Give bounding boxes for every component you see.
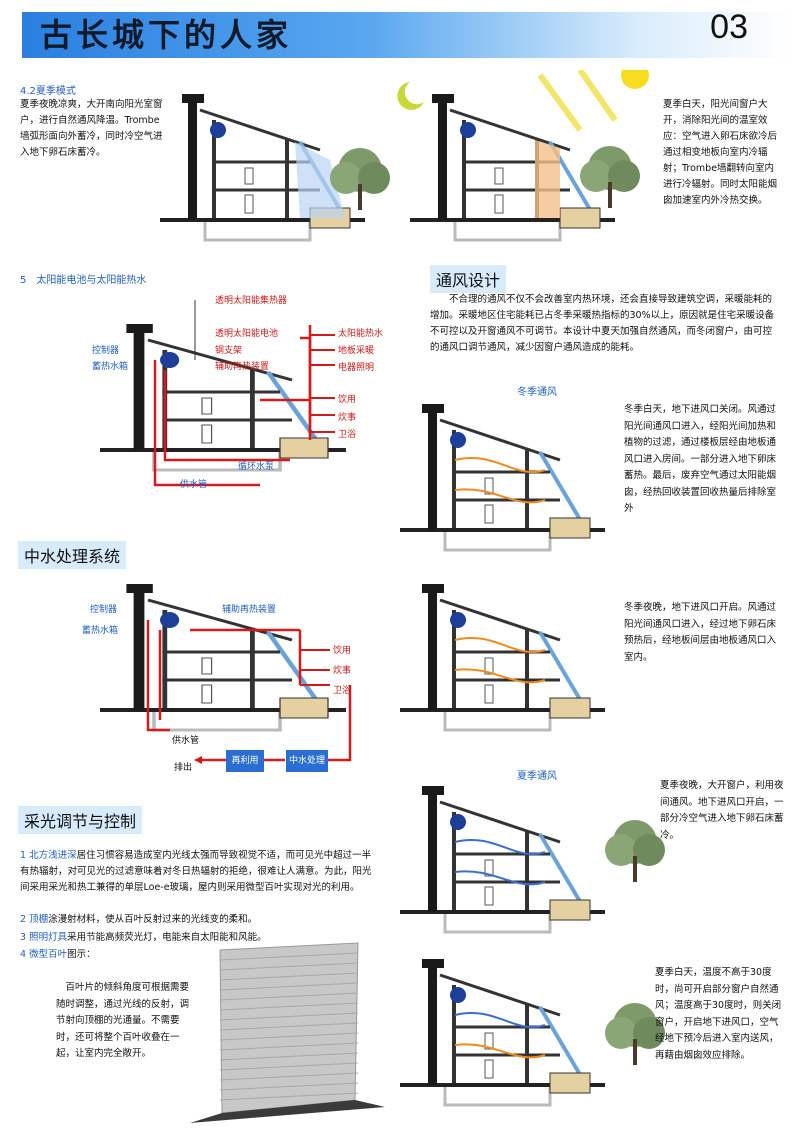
- header-banner: [22, 12, 792, 58]
- lighting-item-1-key: 北方浅进深: [29, 850, 77, 861]
- label-frame: 钢支架: [215, 346, 243, 356]
- lighting-item-4: 4 微型百叶图示：: [20, 947, 380, 963]
- label-supply: 供水管: [180, 480, 208, 490]
- label-lighting: 电器照明: [338, 363, 375, 373]
- label-hot-water: 太阳能热水: [338, 329, 384, 339]
- summer-night-diagram: [398, 784, 665, 934]
- summer-mode-diagrams: [160, 70, 649, 242]
- lighting-item-2: 2 顶棚涂漫射材料，使从百叶反射过来的光线变的柔和。: [20, 912, 380, 928]
- solar-heading: 5 太阳能电池与太阳能热水: [20, 275, 147, 286]
- gw-label-supply: 供水管: [172, 736, 200, 746]
- label-collector: 透明太阳能集热器: [215, 296, 288, 306]
- winter-day-text: 冬季白天，地下进风口关闭。风通过阳光间通风口进入，经阳光间加热和植物的过滤，通过…: [624, 404, 777, 514]
- summer-vent-label: 夏季通风: [517, 771, 557, 782]
- summer-night-text: 夏季夜晚凉爽，大开南向阳光室窗户，进行自然通风降温。Trombe墙弧形面向外蓄冷…: [20, 99, 163, 158]
- summer-night-text: 夏季夜晚，大开窗户，利用夜间通风。地下进风口开启，一部分冷空气进入地下卵石床蓄冷…: [660, 780, 784, 841]
- lighting-item-3-num: 3: [20, 932, 27, 943]
- winter-night-text: 冬季夜晚，地下进风口开启。风通过阳光间通风口进入，经过地下卵石床预热后，经地板间…: [624, 602, 777, 663]
- moon-icon: [397, 82, 424, 110]
- label-controller: 控制器: [92, 346, 120, 356]
- label-drink: 饮用: [338, 395, 357, 405]
- page-number: 03: [710, 8, 748, 46]
- gw-label-bath: 卫浴: [333, 686, 352, 696]
- gw-label-aux: 辅助再热装置: [222, 605, 277, 615]
- page-title: 古长城下的人家: [40, 16, 293, 54]
- solar-diagram: [60, 300, 410, 487]
- gw-label-controller: 控制器: [90, 605, 118, 615]
- lighting-item-1-text: 居住习惯容易造成室内光线太强而导致视觉不适，而可见光中超过一半有热辐射，对可见光…: [20, 850, 372, 893]
- summer-mode-heading: 4.2夏季模式: [20, 86, 76, 97]
- lighting-item-4-num: 4: [20, 949, 27, 960]
- lighting-item-1-num: 1: [20, 850, 27, 861]
- label-cook: 炊事: [338, 413, 357, 423]
- gw-label-discharge: 排出: [174, 763, 193, 773]
- label-bath: 卫浴: [338, 430, 357, 440]
- ventilation-heading: 通风设计: [430, 265, 507, 293]
- gw-label-cook: 炊事: [333, 666, 352, 676]
- label-pump: 循环水泵: [238, 462, 275, 472]
- label-tank: 蓄热水箱: [92, 362, 129, 372]
- label-floor-heat: 地板采暖: [338, 346, 375, 356]
- lighting-item-2-text: 涂漫射材料，使从百叶反射过来的光线变的柔和。: [48, 914, 258, 925]
- lighting-heading: 采光调节与控制: [18, 806, 143, 834]
- greywater-diagram: [60, 570, 352, 764]
- summer-night-house: [160, 92, 390, 242]
- lighting-item-4-key: 微型百叶: [29, 949, 68, 960]
- lighting-item-2-num: 2: [20, 914, 27, 925]
- summer-day-house: [408, 92, 640, 242]
- gw-label-tank: 蓄热水箱: [82, 626, 119, 636]
- winter-day-diagram: [398, 402, 607, 552]
- lighting-item-3: 3 照明灯具采用节能高频荧光灯，电能来自太阳能和风能。: [20, 930, 380, 946]
- lighting-item-2-key: 顶棚: [29, 914, 49, 925]
- summer-day-diagram: [398, 957, 665, 1107]
- label-cell: 透明太阳能电池: [215, 329, 279, 339]
- gw-treat-box: 中水处理: [286, 750, 328, 772]
- micro-blind-illustration: [190, 942, 385, 1123]
- gw-reuse-box: 再利用: [226, 750, 264, 772]
- ventilation-intro: 不合理的通风不仅不会改善室内热环境，还会直接导致建筑空调，采暖能耗的增加。采暖地…: [430, 294, 775, 353]
- label-aux: 辅助再热装置: [215, 362, 270, 372]
- sun-icon: [621, 70, 649, 89]
- lighting-item-3-text: 采用节能高频荧光灯，电能来自太阳能和风能。: [67, 932, 267, 943]
- summer-day-text: 夏季白天，阳光间窗户大开，消除阳光间的温室效应：空气进入卵石床欲冷后通过相变地板…: [663, 99, 778, 206]
- winter-night-diagram: [398, 582, 607, 732]
- greywater-heading: 中水处理系统: [18, 541, 127, 569]
- lighting-item-1: 1 北方浅进深居住习惯容易造成室内光线太强而导致视觉不适，而可见光中超过一半有热…: [20, 848, 380, 896]
- summer-day-text: 夏季白天，温度不高于30度时，尚可开启部分窗户自然通风；温度高于30度时，则关闭…: [655, 967, 782, 1061]
- gw-label-drink: 饮用: [333, 646, 352, 656]
- lighting-item-4-text: 图示：: [67, 949, 96, 960]
- blind-text: 百叶片的倾斜角度可根据需要随时调整，通过光线的反射，调节射向顶棚的光通量。不需要…: [56, 982, 190, 1059]
- lighting-item-3-key: 照明灯具: [29, 932, 68, 943]
- winter-vent-label: 冬季通风: [517, 387, 557, 398]
